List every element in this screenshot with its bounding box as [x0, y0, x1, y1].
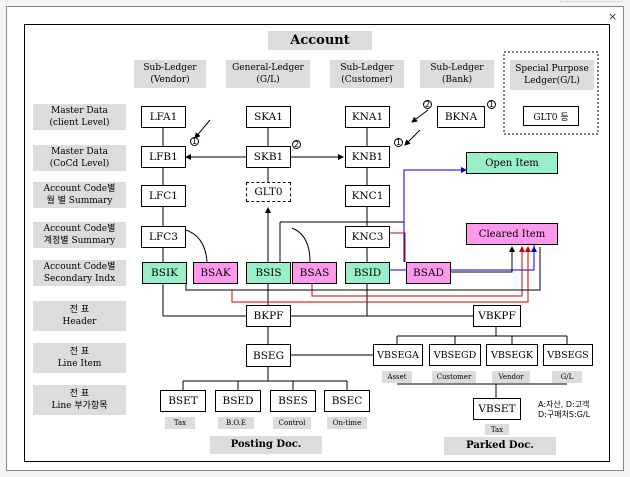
- pointer-kna1: [411, 109, 429, 123]
- open-item-box[interactable]: Open Item: [466, 152, 558, 174]
- table-bset[interactable]: BSET: [160, 390, 206, 412]
- pointer-lfb1: [194, 119, 211, 139]
- table-bkpf[interactable]: BKPF: [246, 305, 291, 327]
- table-vbsegd[interactable]: VBSEGD: [429, 344, 481, 366]
- table-lfa1[interactable]: LFA1: [141, 106, 186, 128]
- row-label-master-client: Master Data(client Level): [33, 104, 126, 130]
- pointer-knb1: [404, 129, 421, 146]
- table-bsec[interactable]: BSEC: [324, 390, 370, 412]
- table-vbsegk[interactable]: VBSEGK: [486, 344, 538, 366]
- circle-marker-4: 2: [423, 100, 432, 109]
- arrow-bsid-openitem: [403, 167, 467, 262]
- table-vbsegs[interactable]: VBSEGS: [543, 344, 593, 366]
- arrow-bsak-cleared: [231, 246, 531, 303]
- table-lfb1[interactable]: LFB1: [141, 146, 186, 168]
- table-bsis[interactable]: BSIS: [246, 262, 291, 284]
- column-header-vendor: Sub-Ledger(Vendor): [134, 60, 206, 88]
- circle-marker-1: 1: [190, 137, 199, 146]
- glt0-special-box: GLT0 등: [523, 106, 579, 126]
- close-icon[interactable]: ×: [608, 10, 618, 23]
- table-knc1[interactable]: KNC1: [345, 185, 390, 207]
- circle-marker-5: 1: [487, 100, 496, 109]
- legend-line-1: A:자산, D:고객: [538, 400, 590, 409]
- table-bsed[interactable]: BSED: [215, 390, 261, 412]
- diagram-border: [24, 24, 610, 462]
- table-vbsega[interactable]: VBSEGA: [373, 344, 423, 366]
- table-bsad[interactable]: BSAD: [406, 262, 451, 284]
- line-knc3-bsad-red: [390, 232, 406, 262]
- top-dotted-line: [560, 1, 622, 6]
- column-header-gl: General-Ledger(G/L): [226, 60, 310, 88]
- label-gl: G/L: [552, 371, 582, 383]
- table-vbkpf[interactable]: VBKPF: [473, 305, 521, 327]
- table-bsas[interactable]: BSAS: [292, 262, 337, 284]
- label-boe: B.O.E: [218, 417, 254, 429]
- table-bkna[interactable]: BKNA: [437, 106, 485, 128]
- label-vendor: Vendor: [492, 371, 530, 383]
- cleared-item-box[interactable]: Cleared Item: [466, 223, 558, 245]
- table-bsid[interactable]: BSID: [345, 262, 390, 284]
- diagram-title: Account: [268, 31, 372, 50]
- label-ontime: On-time: [327, 417, 367, 429]
- circle-marker-2: 2: [292, 140, 301, 149]
- table-bsak[interactable]: BSAK: [193, 262, 238, 284]
- label-control: Control: [273, 417, 311, 429]
- table-skb1[interactable]: SKB1: [246, 146, 291, 168]
- table-ska1[interactable]: SKA1: [246, 106, 291, 128]
- posting-doc-label: Posting Doc.: [210, 436, 322, 454]
- curve-bsis-bsas: [291, 227, 311, 263]
- table-knc3[interactable]: KNC3: [345, 226, 390, 248]
- legend-line-2: D:구매처S:G/L: [538, 410, 591, 419]
- table-lfc1[interactable]: LFC1: [141, 185, 186, 207]
- parked-doc-label: Parked Doc.: [444, 437, 556, 455]
- label-customer: Customer: [432, 371, 476, 383]
- arrow-bsad-cleared: [450, 246, 515, 273]
- label-asset: Asset: [382, 371, 412, 383]
- table-bsik[interactable]: BSIK: [142, 262, 187, 284]
- table-bses[interactable]: BSES: [270, 390, 316, 412]
- table-bseg[interactable]: BSEG: [246, 344, 291, 367]
- row-label-master-cocd: Master Data(CoCd Level): [33, 145, 126, 171]
- table-lfc3[interactable]: LFC3: [141, 226, 186, 248]
- column-header-bank: Sub-Ledger(Bank): [420, 60, 494, 88]
- label-vbset-tax: Tax: [485, 424, 509, 435]
- label-tax: Tax: [165, 417, 195, 429]
- table-kna1[interactable]: KNA1: [345, 106, 390, 128]
- column-header-customer: Sub-Ledger(Customer): [330, 60, 404, 88]
- circle-marker-3: 1: [394, 138, 403, 147]
- table-vbset[interactable]: VBSET: [473, 398, 521, 420]
- table-glt0[interactable]: GLT0: [246, 182, 291, 202]
- table-knb1[interactable]: KNB1: [345, 146, 390, 168]
